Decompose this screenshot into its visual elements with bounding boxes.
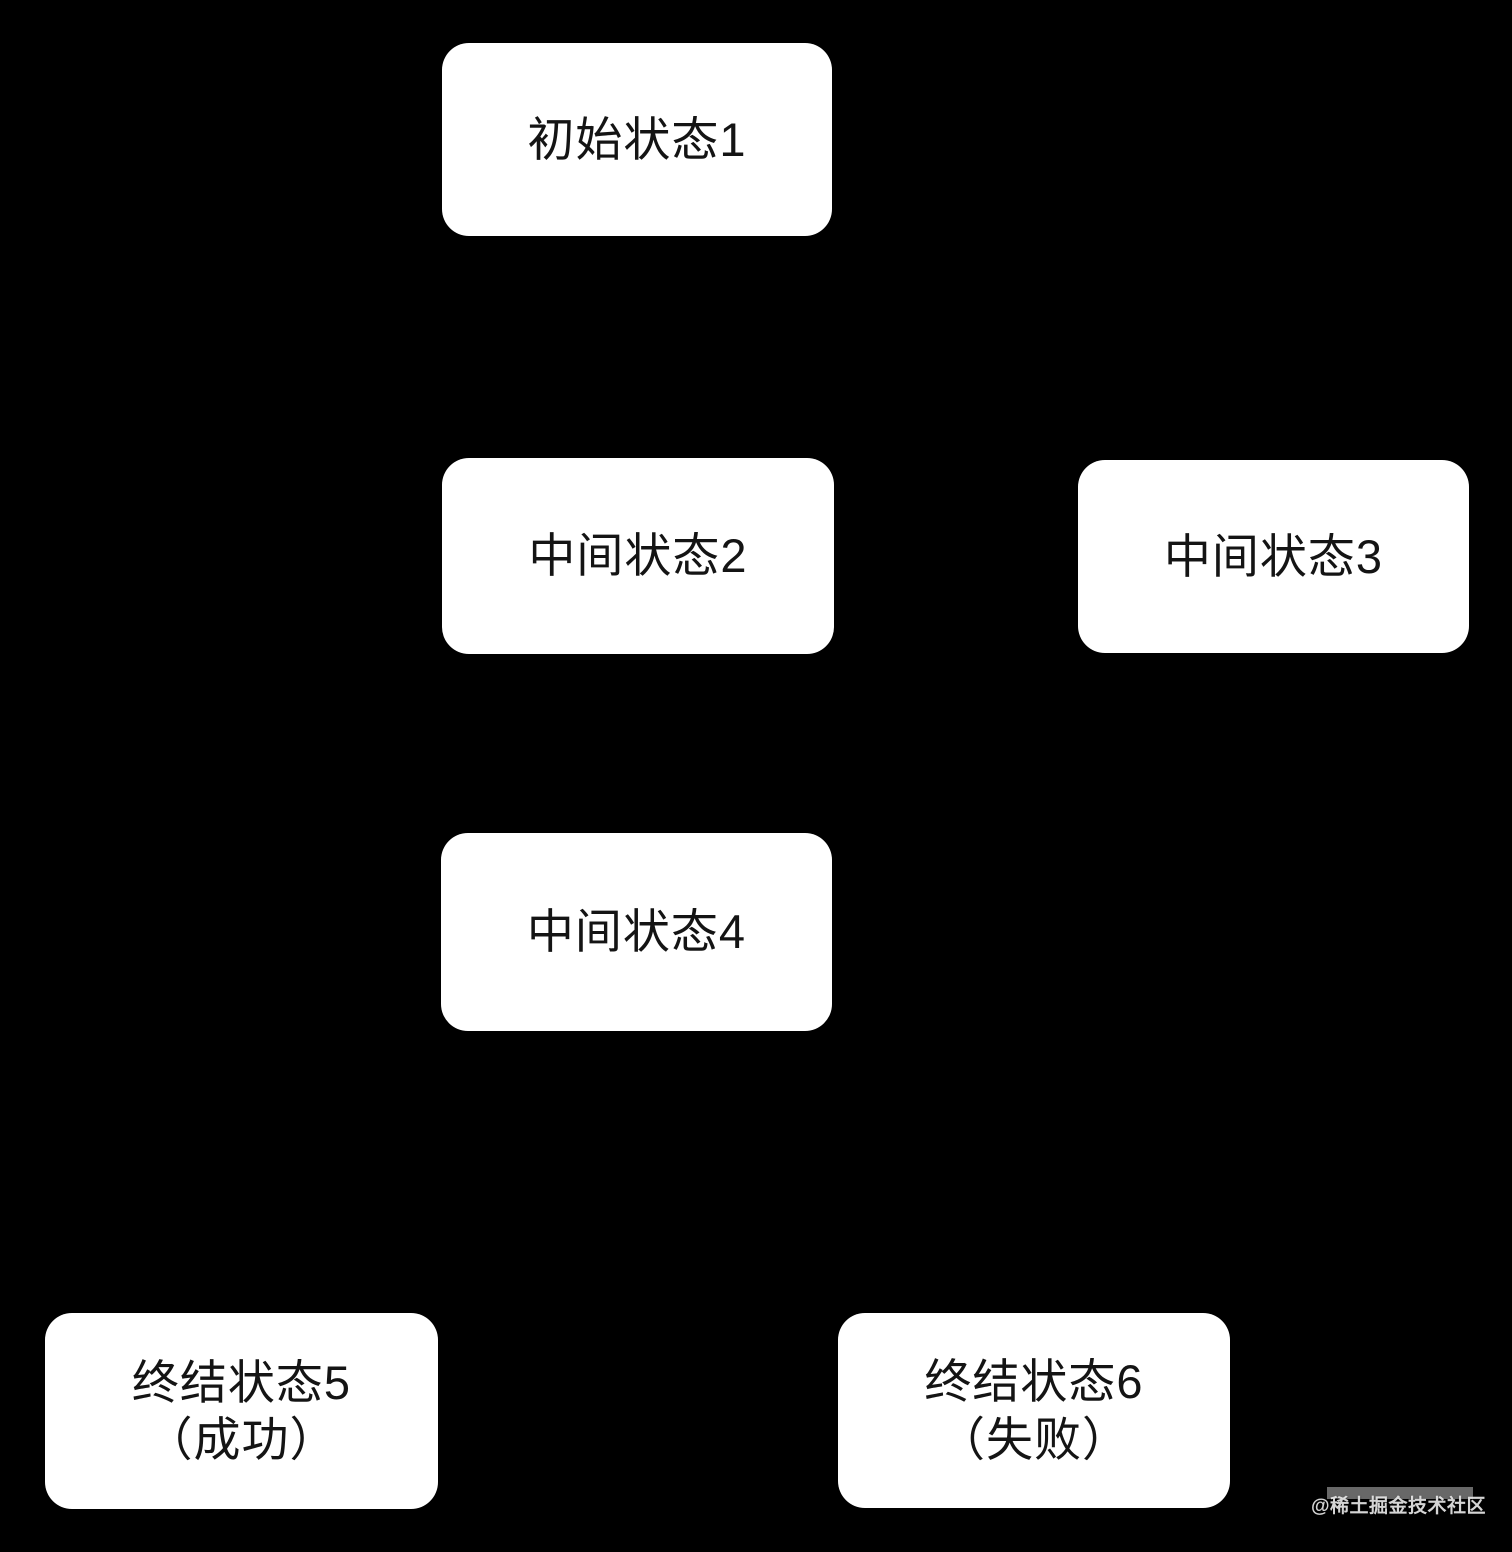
- node-intermediate-state-2: 中间状态2: [442, 458, 834, 654]
- node-final-state-5-success: 终结状态5 （成功）: [45, 1313, 438, 1509]
- node-label: 终结状态6: [924, 1355, 1144, 1409]
- node-label: 终结状态5: [131, 1355, 352, 1409]
- watermark: @稀土掘金技术社区: [1305, 1484, 1495, 1518]
- node-label: 中间状态2: [528, 529, 748, 583]
- watermark-bar: [1327, 1487, 1473, 1499]
- node-label: 中间状态4: [526, 905, 747, 959]
- node-intermediate-state-4: 中间状态4: [441, 833, 832, 1031]
- node-sublabel: （成功）: [145, 1413, 338, 1466]
- node-label: 初始状态1: [527, 112, 747, 166]
- node-initial-state-1: 初始状态1: [442, 43, 832, 236]
- node-sublabel: （失败）: [938, 1412, 1130, 1466]
- node-intermediate-state-3: 中间状态3: [1078, 460, 1469, 653]
- node-label: 中间状态3: [1163, 529, 1384, 583]
- node-final-state-6-failure: 终结状态6 （失败）: [838, 1313, 1230, 1508]
- watermark-text: @稀土掘金技术社区: [1311, 1496, 1487, 1517]
